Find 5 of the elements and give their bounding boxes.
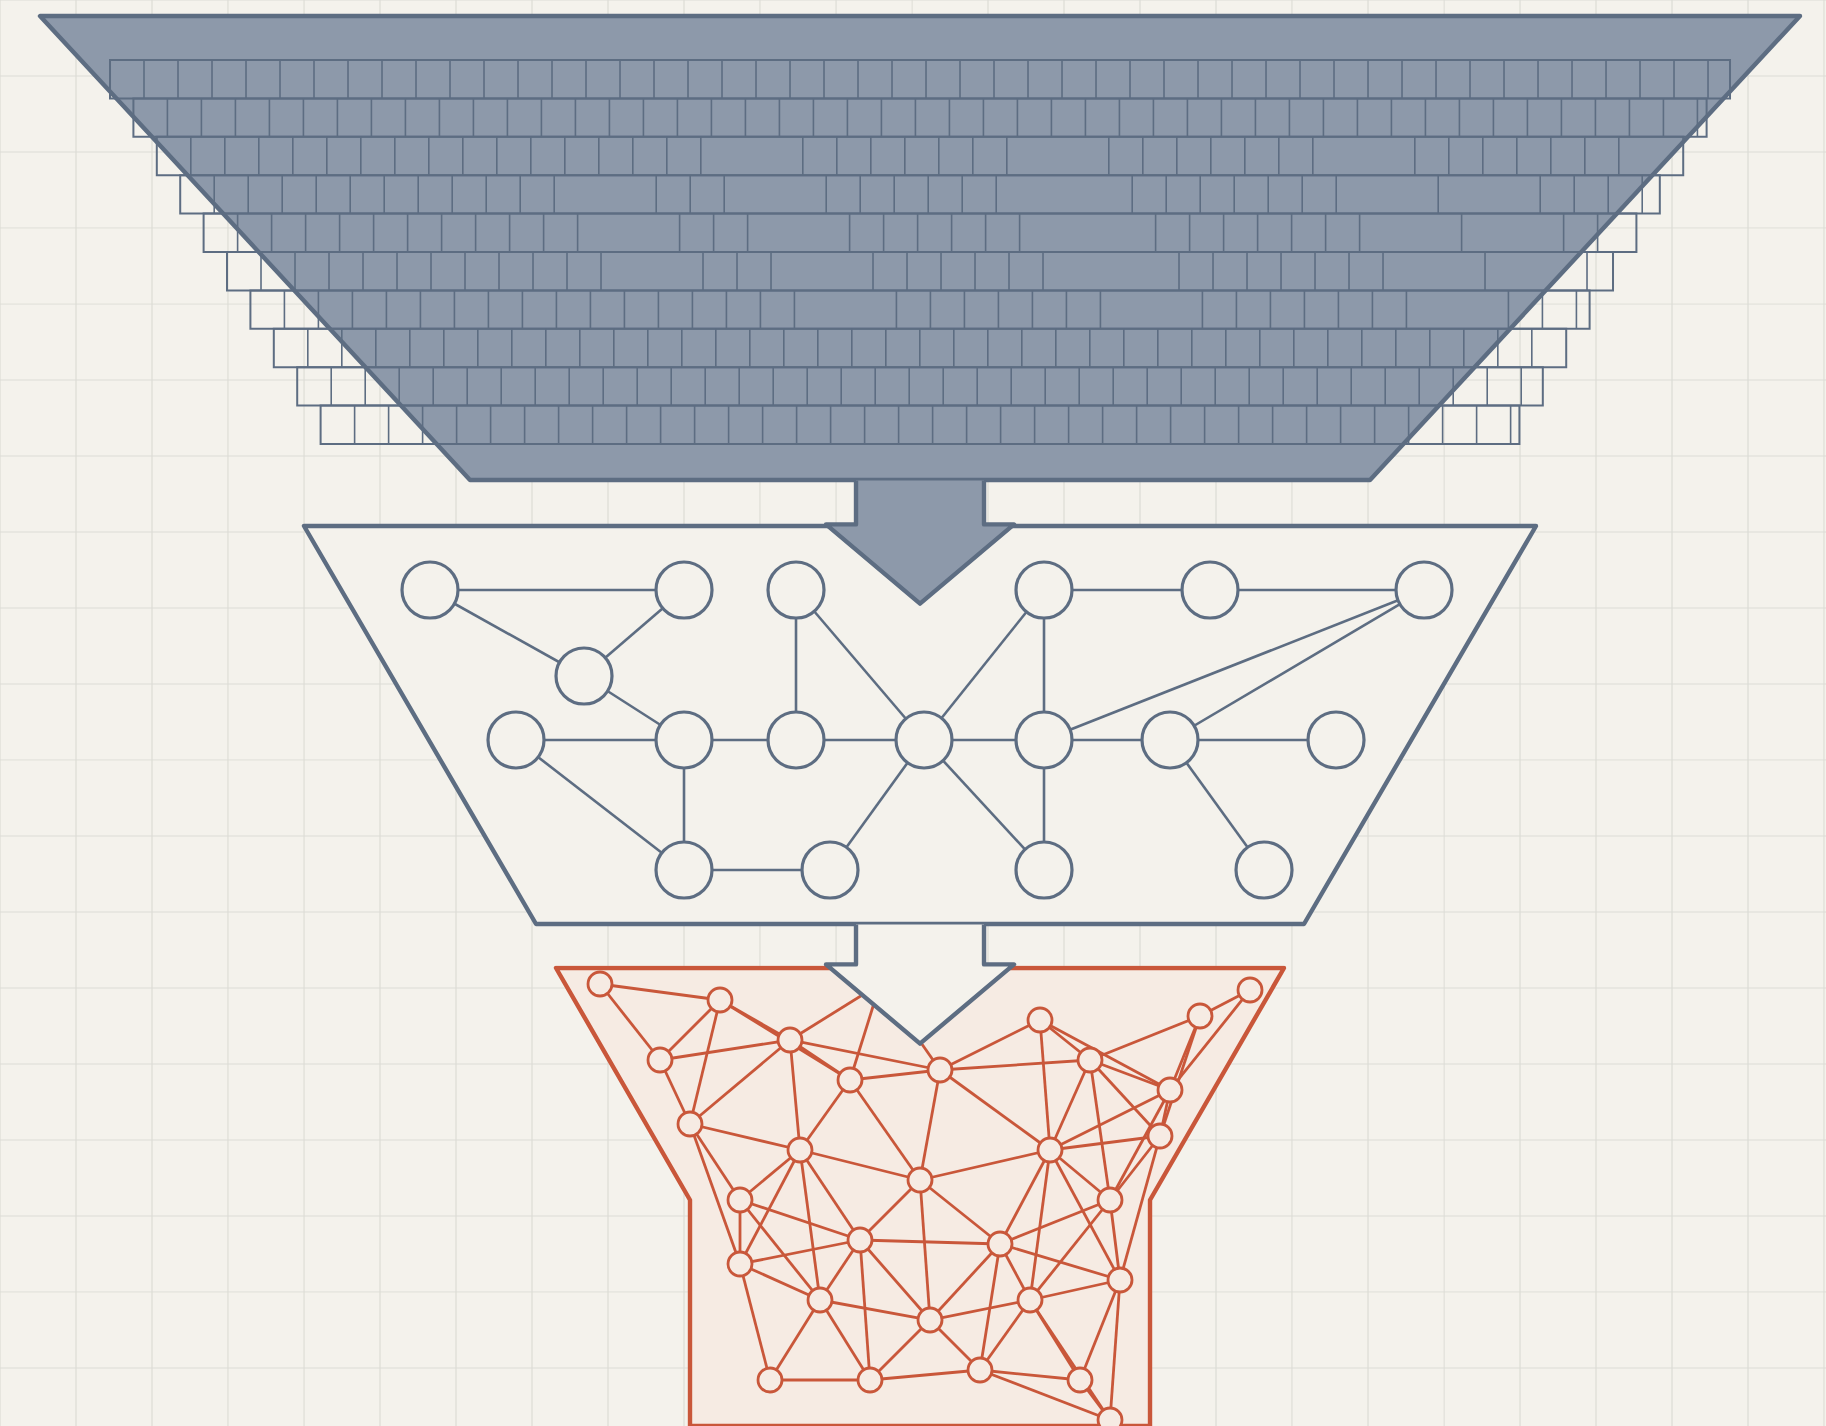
network-funnel-drawing — [301, 523, 1539, 927]
grid-funnel-drawing — [37, 13, 1803, 483]
mesh-funnel-drawing — [553, 965, 1287, 1426]
arrow — [823, 478, 1017, 606]
arrow — [823, 922, 1017, 1046]
